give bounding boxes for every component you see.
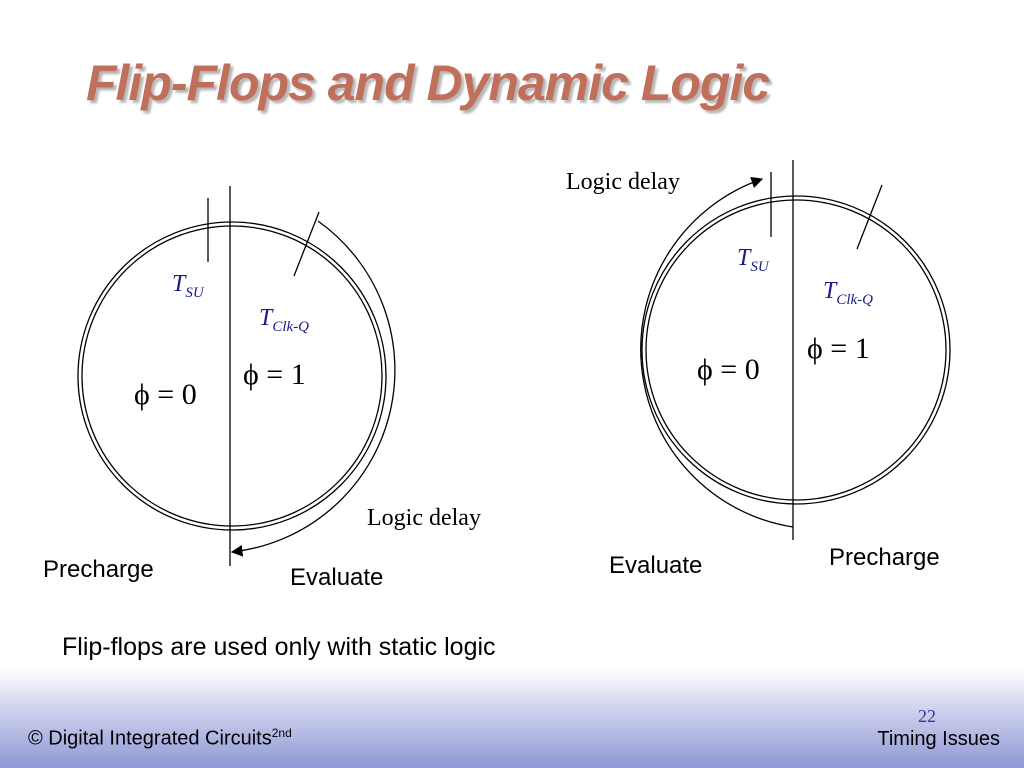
right-evaluate-label: Evaluate — [609, 552, 702, 579]
left-phi0-label: ϕ = 0 — [134, 378, 197, 411]
right-tclkq-subscript: Clk-Q — [836, 292, 873, 308]
left-timing-diagram: TSU TClk-Q ϕ = 0 ϕ = 1 Logic delay Prech… — [43, 186, 481, 591]
footer-copyright: © Digital Integrated Circuits2nd — [28, 726, 292, 751]
right-tclkq-marker — [856, 184, 883, 250]
right-tsu-label: TSU — [737, 245, 770, 275]
right-clock-circle-inner — [645, 199, 947, 501]
right-logic-delay-label: Logic delay — [566, 169, 680, 195]
slide-footer — [0, 668, 1024, 768]
left-tsu-subscript: SU — [185, 285, 205, 301]
right-tsu-symbol: T — [737, 245, 752, 271]
page-number: 22 — [918, 706, 936, 726]
slide-title: Flip-Flops and Dynamic Logic — [86, 55, 770, 111]
left-tclkq-marker — [293, 211, 320, 277]
timing-diagrams: TSU TClk-Q ϕ = 0 ϕ = 1 Logic delay Prech… — [43, 160, 951, 591]
left-phi1-label: ϕ = 1 — [243, 358, 306, 391]
left-tclkq-symbol: T — [259, 305, 274, 331]
right-phi1-label: ϕ = 1 — [807, 332, 870, 365]
right-phi0-label: ϕ = 0 — [697, 353, 760, 386]
right-precharge-label: Precharge — [829, 544, 940, 571]
right-timing-diagram: TSU TClk-Q ϕ = 0 ϕ = 1 Logic delay Evalu… — [566, 160, 951, 579]
left-evaluate-label: Evaluate — [290, 564, 383, 591]
left-clock-circle-inner — [81, 225, 383, 527]
left-logic-delay-arrow — [230, 220, 396, 557]
left-tclkq-label: TClk-Q — [259, 305, 309, 335]
left-precharge-label: Precharge — [43, 556, 154, 583]
right-clock-circle-outer — [641, 195, 951, 505]
right-tclkq-label: TClk-Q — [823, 278, 873, 308]
footer-edition: 2nd — [271, 726, 292, 740]
left-tsu-label: TSU — [172, 271, 205, 301]
right-logic-delay-arrow — [640, 176, 794, 528]
right-tsu-subscript: SU — [750, 259, 770, 275]
footer-section-title: Timing Issues — [877, 728, 1000, 750]
left-tclkq-subscript: Clk-Q — [272, 319, 309, 335]
left-tsu-symbol: T — [172, 271, 187, 297]
footer-copyright-text: © Digital Integrated Circuits — [28, 727, 272, 750]
left-clock-circle-outer — [77, 221, 387, 531]
left-logic-delay-label: Logic delay — [367, 505, 481, 531]
right-tclkq-symbol: T — [823, 278, 838, 304]
slide-caption: Flip-flops are used only with static log… — [62, 633, 496, 661]
